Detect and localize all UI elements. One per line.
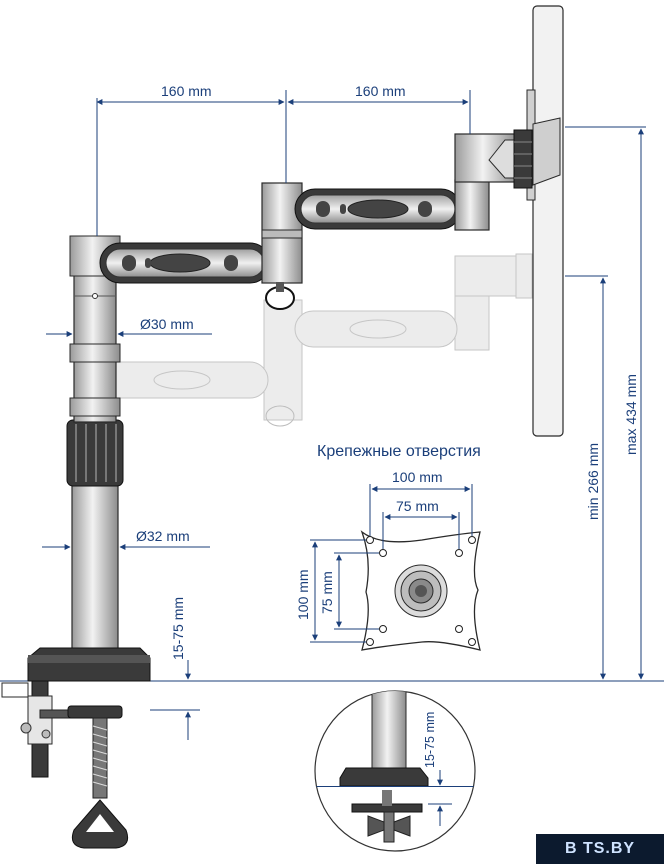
watermark-logo: B TS.BY (536, 834, 664, 864)
vesa-height-75-label: 75 mm (319, 571, 335, 614)
head-joint (454, 129, 533, 231)
clamp-detail-dimension (428, 770, 452, 826)
desk-clamp (1, 647, 151, 849)
height-dimensions (565, 126, 646, 680)
clamp-detail-inset (314, 690, 476, 852)
vesa-hole-100-br (468, 638, 476, 646)
arm-length-1-label: 160 mm (161, 83, 212, 99)
monitor-side-view (526, 5, 564, 437)
vesa-hole-75-tr (455, 549, 463, 557)
clamp-thickness-label: 15-75 mm (170, 597, 186, 660)
vesa-hole-100-tl (366, 536, 374, 544)
vesa-hole-100-tr (468, 536, 476, 544)
arm-segment-2 (294, 188, 462, 230)
pole-diameter-upper-label: Ø30 mm (140, 316, 194, 332)
pole-diameter-dimensions (42, 331, 212, 550)
vesa-hole-75-bl (379, 625, 387, 633)
arm-segment-1 (99, 242, 271, 284)
vesa-width-100-label: 100 mm (392, 469, 443, 485)
arm-length-2-label: 160 mm (355, 83, 406, 99)
vesa-hole-100-bl (366, 638, 374, 646)
elbow-joint (261, 182, 303, 310)
mounting-holes-title: Крепежные отверстия (317, 443, 481, 460)
pole-diameter-lower-label: Ø32 mm (136, 528, 190, 544)
vesa-width-75-label: 75 mm (396, 498, 439, 514)
vesa-height-100-label: 100 mm (295, 569, 311, 620)
vesa-hole-75-tl (379, 549, 387, 557)
max-height-label: max 434 mm (623, 374, 639, 455)
vesa-plate (360, 530, 481, 651)
pole (66, 235, 124, 656)
vesa-hole-75-br (455, 625, 463, 633)
clamp-detail-thickness-label: 15-75 mm (423, 712, 437, 768)
min-height-label: min 266 mm (585, 443, 601, 520)
vesa-dimensions (310, 484, 473, 643)
clamp-thickness-dimension (150, 660, 200, 740)
arm-length-dimensions (96, 90, 471, 236)
